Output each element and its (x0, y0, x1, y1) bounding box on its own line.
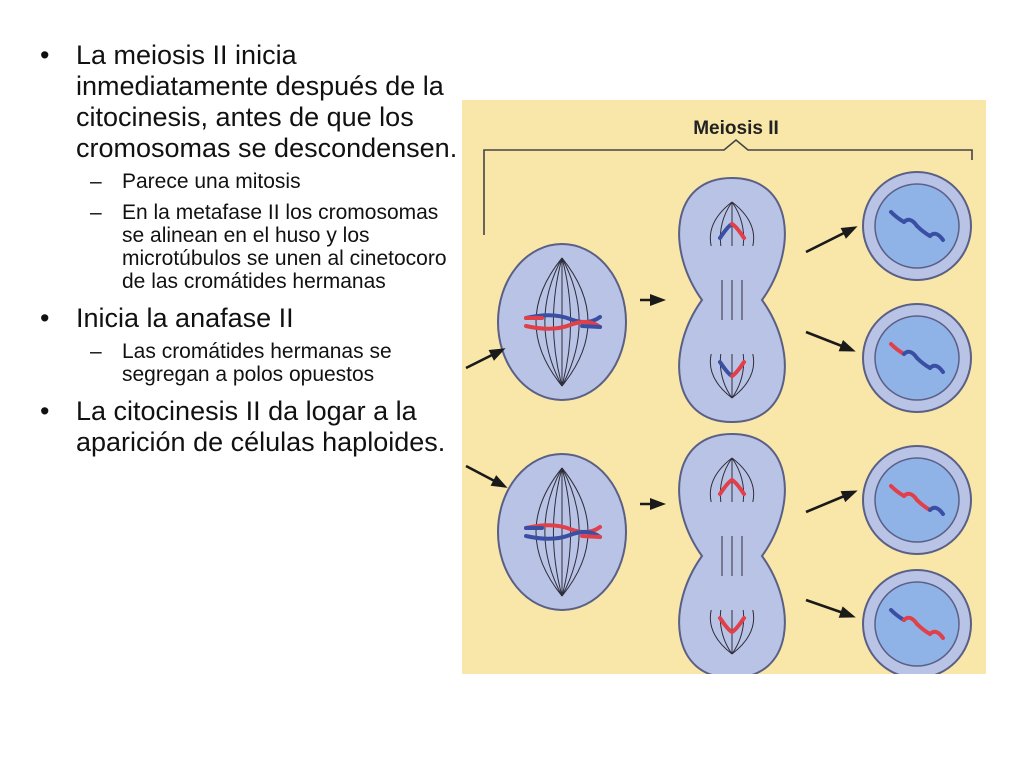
bullet-list: • La meiosis II inicia inmediatamente de… (38, 40, 458, 464)
arrow-head (650, 498, 666, 510)
spindle-fiber (535, 257, 563, 387)
chromosome (928, 231, 945, 242)
dividing-cell (678, 176, 786, 424)
spindle-fiber (561, 467, 572, 597)
chromatid (524, 523, 602, 534)
arrow-head (838, 606, 856, 618)
metaphase-cell (497, 243, 627, 401)
spindle-fiber (709, 457, 733, 503)
chromatid (730, 478, 746, 496)
spindle-fiber (709, 201, 733, 247)
daughter-cell (862, 303, 972, 413)
spindle-fiber (719, 201, 733, 247)
sub-bullet-list: – Parece una mitosis – En la metafase II… (38, 170, 458, 293)
arrow (805, 330, 856, 352)
dash-marker: – (90, 201, 102, 224)
chromosome (928, 629, 945, 640)
arrow (805, 490, 858, 514)
spindle-fiber (731, 201, 745, 247)
chromatid-segment (580, 534, 602, 539)
arrow-head (488, 348, 506, 361)
bullet-marker: • (40, 40, 50, 70)
spindle-fiber (544, 467, 563, 597)
spindle-fiber (731, 457, 755, 503)
spindle-fiber (731, 201, 755, 247)
arrow-head (840, 226, 858, 239)
arrow (640, 294, 666, 306)
spindle-fiber (552, 467, 563, 597)
arrow-head (840, 490, 858, 503)
spindle-fiber (731, 353, 755, 399)
sub-bullet-item: – Las cromátides hermanas se segregan a … (38, 340, 458, 386)
spindle-fiber (731, 353, 745, 399)
spindle-fiber (709, 609, 733, 655)
bullet-item: • Inicia la anafase II (38, 303, 458, 334)
dash-marker: – (90, 170, 102, 193)
spindle-fiber (719, 353, 733, 399)
chromatid (730, 360, 746, 378)
arrow (805, 226, 858, 254)
meiosis-figure: Meiosis II (462, 100, 986, 680)
chromosome (928, 363, 945, 374)
arrow (640, 498, 666, 510)
sub-bullet-text: Parece una mitosis (122, 170, 301, 193)
metaphase-cell (497, 453, 627, 611)
sub-bullet-text: Las cromátides hermanas se segregan a po… (122, 340, 392, 386)
chromatid (524, 320, 602, 331)
figure-title: Meiosis II (693, 118, 779, 139)
chromatid (730, 616, 746, 634)
arrow-head (838, 340, 856, 352)
chromosome (928, 505, 945, 516)
bracket (483, 138, 973, 235)
bullet-text: Inicia la anafase II (76, 303, 294, 333)
sub-bullet-item: – En la metafase II los cromosomas se al… (38, 201, 458, 293)
spindle-fiber (544, 257, 563, 387)
spindle-fiber (731, 609, 745, 655)
sub-bullet-text: En la metafase II los cromosomas se alin… (122, 201, 447, 293)
bullet-text: La citocinesis II da logar a la aparició… (76, 396, 446, 457)
spindle-fiber (552, 257, 563, 387)
arrow (805, 598, 856, 618)
daughter-cell (862, 171, 972, 281)
spindle-fiber (731, 457, 745, 503)
sub-bullet-item: – Parece una mitosis (38, 170, 458, 193)
arrow-head (650, 294, 666, 306)
spindle-fiber (709, 353, 733, 399)
meiosis-diagram: Meiosis II (462, 100, 986, 680)
spindle-fiber (731, 609, 755, 655)
chromatid-segment (580, 324, 602, 329)
arrow-head (490, 475, 508, 488)
bullet-text: La meiosis II inicia inmediatamente desp… (76, 40, 458, 163)
bullet-item: • La meiosis II inicia inmediatamente de… (38, 40, 458, 164)
daughter-cell (862, 569, 972, 679)
chromatid (524, 313, 602, 324)
bullet-marker: • (40, 303, 50, 333)
sub-bullet-list: – Las cromátides hermanas se segregan a … (38, 340, 458, 386)
spindle-fiber (719, 457, 733, 503)
dash-marker: – (90, 340, 102, 363)
chromatid (524, 530, 602, 541)
chromatid (730, 222, 746, 240)
bullet-marker: • (40, 396, 50, 426)
spindle-fiber (561, 257, 572, 387)
bullet-item: • La citocinesis II da logar a la aparic… (38, 396, 458, 458)
daughter-cell (862, 445, 972, 555)
cells-group (497, 171, 972, 680)
arrow (465, 464, 508, 488)
spindle-fiber (719, 609, 733, 655)
spindle-fiber (535, 467, 563, 597)
arrows-group (465, 226, 858, 618)
arrow (465, 348, 506, 370)
